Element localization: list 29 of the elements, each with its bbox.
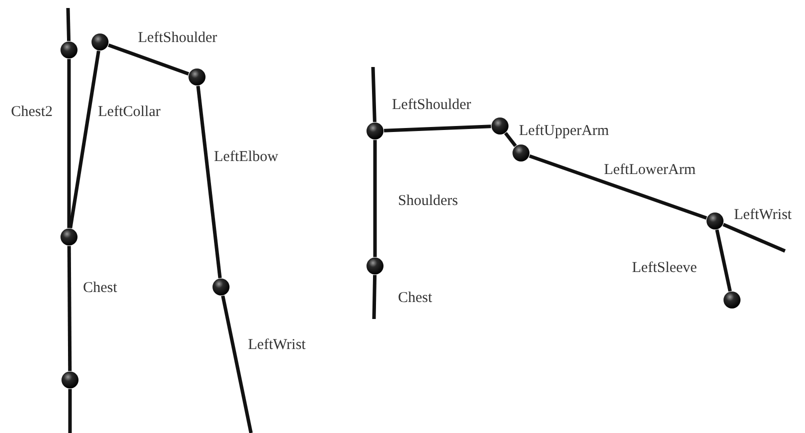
bone-line [108, 43, 190, 76]
joint-sphere [366, 122, 384, 140]
bone-line [528, 154, 708, 220]
bone-line [67, 246, 72, 372]
bone-line [715, 229, 732, 292]
bone-line [196, 86, 222, 278]
joint-sphere [723, 291, 741, 309]
bone-line [373, 140, 377, 257]
bone-line [67, 59, 71, 228]
bone-line [372, 274, 377, 320]
joint-sphere [61, 371, 79, 389]
bone-line [722, 222, 786, 253]
bone-line [68, 389, 72, 433]
joint-sphere [212, 278, 230, 296]
joint-sphere [491, 117, 509, 135]
joint-sphere [60, 41, 78, 59]
joint-sphere [91, 33, 109, 51]
bone-line [66, 8, 71, 42]
bone-line [384, 124, 492, 132]
joint-sphere [188, 68, 206, 86]
joint-sphere [512, 144, 530, 162]
joint-sphere [60, 228, 78, 246]
bone-line [371, 66, 376, 122]
bone-line [68, 50, 100, 228]
bone-line [504, 132, 517, 147]
edge-label: LeftUpperArm [518, 123, 610, 139]
bone-line [221, 295, 253, 433]
joint-sphere [706, 212, 724, 230]
joint-sphere [366, 257, 384, 275]
